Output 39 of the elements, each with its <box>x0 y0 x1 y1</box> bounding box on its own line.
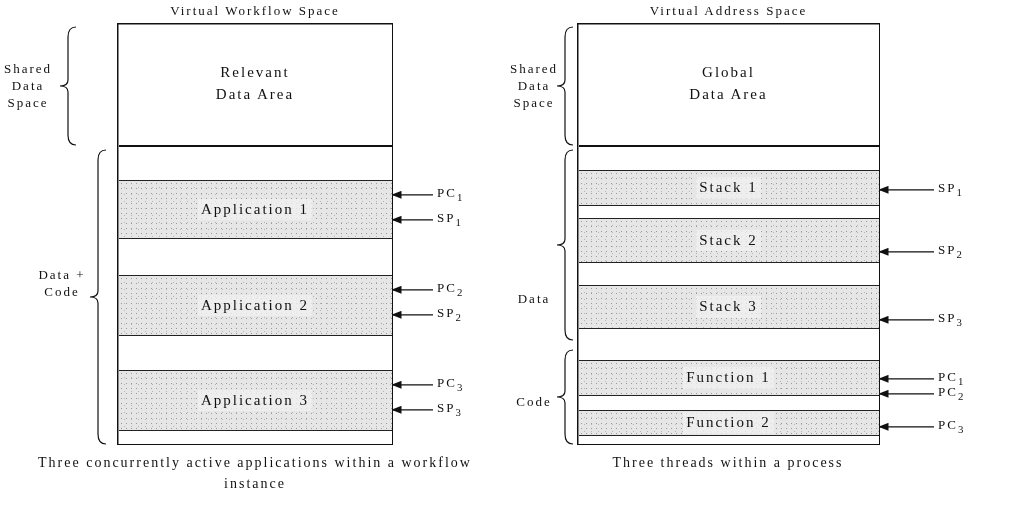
shaded-memory-band <box>118 370 392 431</box>
block-label: Relevant Data Area <box>214 63 296 104</box>
caption-text: Three threads within a process <box>611 454 845 472</box>
region-label: Shared Data Space <box>508 60 560 111</box>
memory-column <box>577 3 880 445</box>
block-label: Function 2 <box>683 412 774 434</box>
shaded-memory-band <box>578 218 879 263</box>
block-label: Stack 3 <box>696 296 761 318</box>
column-title: Virtual Address Space <box>648 3 809 19</box>
register-label: SP$_{3}$ <box>938 310 964 330</box>
register-label: PC$_{1}$ <box>437 185 465 205</box>
shaded-memory-band <box>118 180 392 239</box>
region-label: Data <box>516 290 552 307</box>
block-label: Stack 2 <box>696 229 761 252</box>
shaded-memory-band <box>578 410 879 436</box>
shaded-memory-band <box>578 360 879 396</box>
block-label: Application 1 <box>197 198 313 221</box>
block-label: Application 2 <box>197 294 313 317</box>
shaded-memory-band <box>118 275 392 336</box>
block-label: Application 3 <box>197 389 313 412</box>
caption-text: Three concurrently active applications within a workflow instance <box>37 454 473 493</box>
register-label: SP$_{3}$ <box>437 400 463 420</box>
column-title: Virtual Workflow Space <box>169 3 341 19</box>
region-label: Data + Code <box>37 266 87 300</box>
block-label: Stack 1 <box>696 177 761 199</box>
memory-column <box>117 3 393 445</box>
register-label: SP$_{2}$ <box>437 305 463 325</box>
shaded-memory-band <box>578 170 879 206</box>
register-label: PC$_{2}$ <box>437 280 465 300</box>
region-label: Code <box>515 393 553 410</box>
block-label: Global Data Area <box>688 63 769 104</box>
block-label: Function 1 <box>683 367 774 389</box>
shaded-memory-band <box>578 285 879 329</box>
register-label: SP$_{1}$ <box>437 210 463 230</box>
register-label: SP$_{2}$ <box>938 242 964 262</box>
region-label: Shared Data Space <box>2 60 54 111</box>
register-label: SP$_{1}$ <box>938 180 964 200</box>
register-label: PC$_{3}$ <box>437 375 465 395</box>
register-label: PC$_{3}$ <box>938 417 966 437</box>
